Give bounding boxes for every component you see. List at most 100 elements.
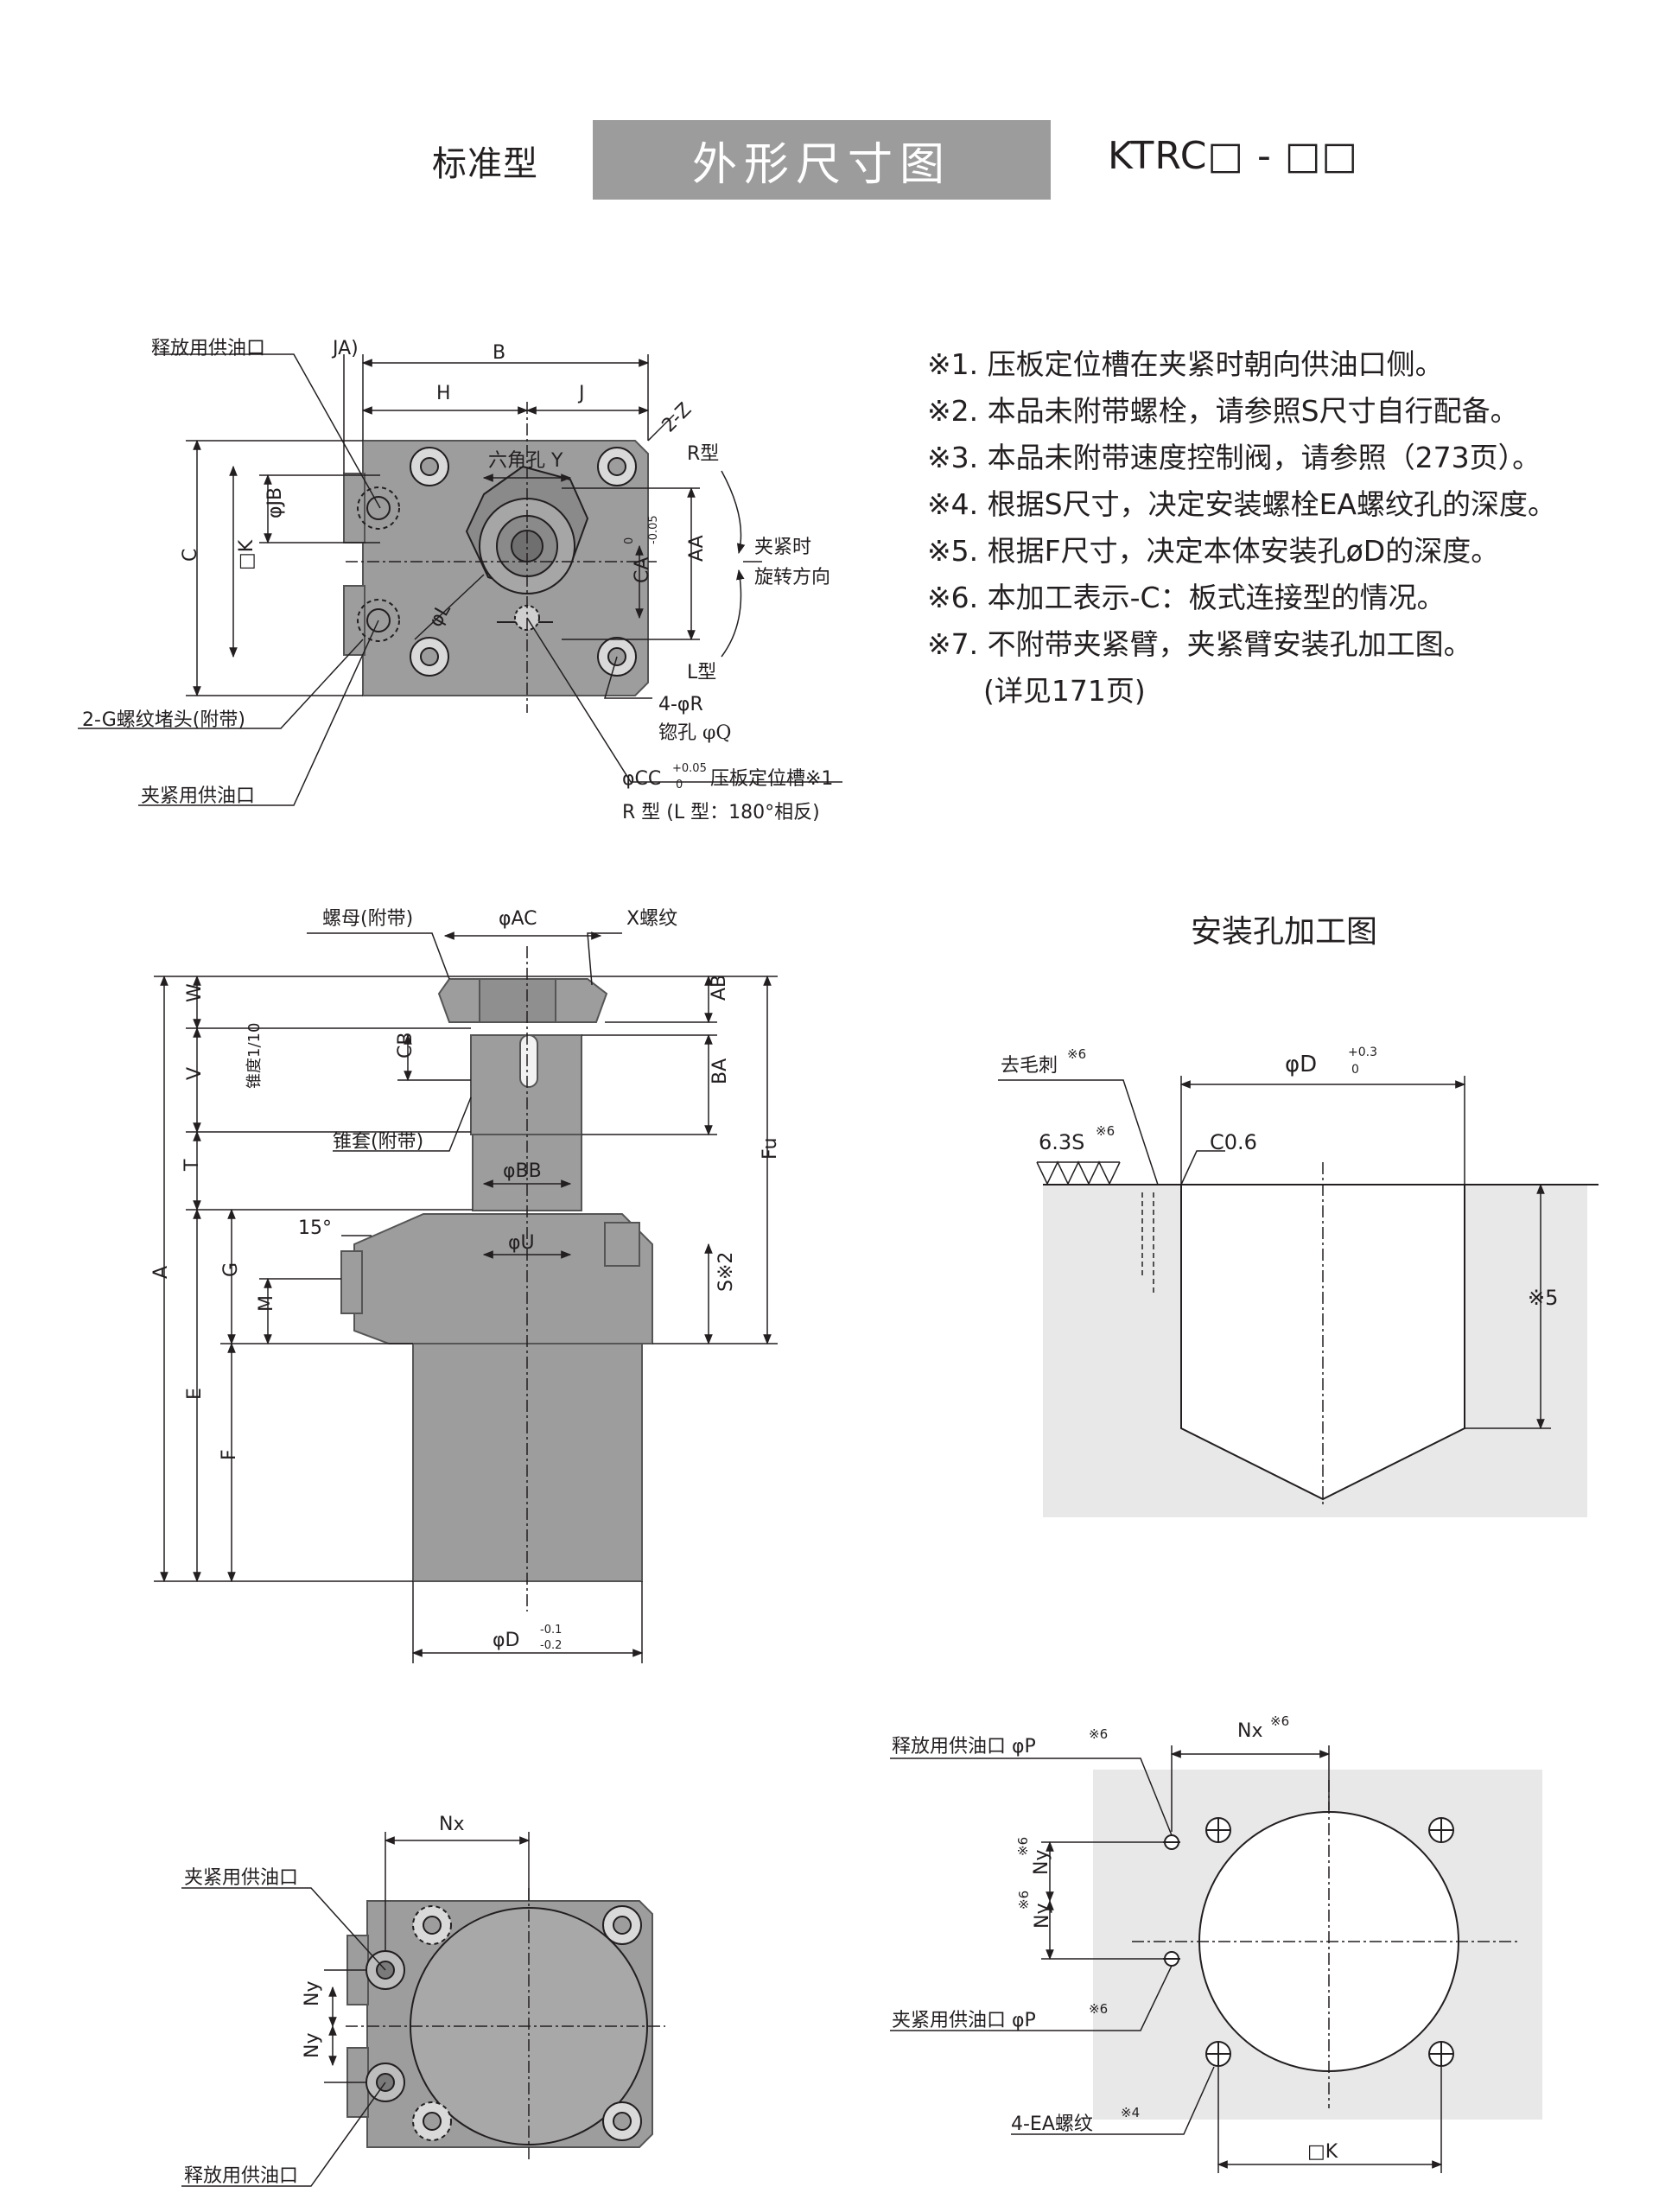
dim-d: φD (493, 1630, 519, 1651)
nut-label: 螺母(附带) (322, 908, 413, 930)
side-view-labels: 螺母(附带) φAC X螺纹 W AB CB V 锥度1/10 BA T 锥套(… (150, 908, 781, 1652)
dim-cc: φCC (622, 768, 661, 790)
layout-ea: 4-EA螺纹 (1011, 2113, 1093, 2135)
note-1: ※1. 压板定位槽在夹紧时朝向供油口侧。 (927, 347, 1444, 381)
deburr-label: 去毛刺 (1001, 1055, 1058, 1077)
notes-list: ※1. 压板定位槽在夹紧时朝向供油口侧。 ※2. 本品未附带螺栓，请参照S尺寸自… (927, 341, 1644, 715)
dim-w: W (184, 983, 206, 1002)
depth-label: ※5 (1528, 1286, 1558, 1310)
dim-e: E (184, 1388, 206, 1400)
chamfer-label: C0.6 (1210, 1130, 1257, 1154)
bottom-view-drawing (181, 1832, 665, 2187)
note-7-continuation: (详见171页) (983, 674, 1146, 708)
dim-bb: φBB (503, 1160, 542, 1182)
dim-v: V (184, 1067, 206, 1080)
layout-ny-2: Ny (1032, 1904, 1053, 1929)
layout-ny-2-note: ※6 (1016, 1891, 1032, 1910)
dim-counterbore: 锪孔 φQ (658, 722, 731, 744)
model-number: KTRC□ - □□ (1108, 134, 1358, 178)
dim-j: J (577, 383, 585, 404)
dim-cc-tol-lower: 0 (676, 779, 683, 791)
port-layout-drawing (890, 1745, 1542, 2173)
top-clamp-port: 夹紧用供油口 (141, 785, 255, 807)
dim-ca-tol-upper: 0 (623, 537, 636, 544)
dim-hex-hole: 六角孔 Y (488, 450, 563, 472)
page-header: 标准型 外形尺寸图 KTRC□ - □□ (0, 117, 1659, 201)
dim-ja: JA) (331, 338, 359, 359)
hole-dia-tol-upper: +0.3 (1348, 1046, 1377, 1059)
dim-cc-desc: 压板定位槽※1 (710, 768, 833, 790)
hole-dia-tol-lower: 0 (1351, 1063, 1359, 1077)
roughness-note: ※6 (1096, 1123, 1115, 1139)
thread-label: X螺纹 (626, 908, 677, 930)
port-layout-labels: 释放用供油口 φP ※6 Nx ※6 Ny ※6 Ny ※6 夹紧用供油口 φP… (892, 1713, 1338, 2163)
top-view-drawing (78, 353, 842, 806)
roughness-label: 6.3S (1039, 1130, 1084, 1154)
bottom-release-port: 释放用供油口 (184, 2165, 298, 2187)
dim-m: M (256, 1295, 277, 1312)
dim-d-tol-lower: -0.2 (540, 1639, 562, 1652)
dim-ca-tol-lower: -0.05 (647, 515, 660, 544)
page-title: 外形尺寸图 (593, 120, 1051, 200)
layout-nx-note: ※6 (1270, 1713, 1289, 1729)
l-type-label: L型 (687, 662, 716, 683)
dim-ac: φAC (499, 908, 537, 930)
dim-c: C (180, 549, 201, 562)
dim-b: B (493, 342, 505, 364)
angle-label: 15° (298, 1217, 332, 1239)
dim-g: G (220, 1262, 242, 1277)
dim-cb: CB (395, 1033, 416, 1058)
dim-s: S※2 (715, 1252, 737, 1292)
bottom-view-labels: Nx 夹紧用供油口 Ny Ny 释放用供油口 (184, 1814, 464, 2187)
dim-holes: 4-φR (658, 694, 703, 715)
top-release-port: 释放用供油口 (151, 338, 265, 359)
plug-label: 2-G螺纹堵头(附带) (82, 709, 245, 731)
layout-k: □K (1307, 2141, 1338, 2163)
taper-label: 锥度1/10 (245, 1023, 264, 1089)
sleeve-label: 锥套(附带) (333, 1131, 423, 1153)
hole-drawing-title: 安装孔加工图 (1191, 914, 1377, 950)
rotation-text-1: 夹紧时 (754, 537, 811, 558)
dim-k: □K (236, 539, 257, 570)
note-6: ※6. 本加工表示-C：板式连接型的情况。 (927, 581, 1446, 614)
dim-ba: BA (709, 1058, 731, 1084)
dim-chamfer: 2-Z (658, 399, 696, 437)
hole-drawing-labels: 去毛刺 ※6 φD +0.3 0 6.3S ※6 C0.6 ※5 (1001, 1046, 1558, 1310)
note-7: ※7. 不附带夹紧臂，夹紧臂安装孔加工图。 (927, 627, 1472, 661)
bottom-ny-1: Ny (302, 1981, 323, 2006)
side-view-drawing (154, 931, 778, 1663)
layout-nx: Nx (1237, 1720, 1262, 1742)
dim-cc-tol-upper: +0.05 (672, 762, 707, 775)
type-label: 标准型 (432, 144, 538, 184)
layout-ny-1-note: ※6 (1015, 1837, 1031, 1856)
dim-fu: Fu (760, 1138, 781, 1160)
layout-ea-note: ※4 (1121, 2105, 1140, 2120)
layout-release-port: 释放用供油口 φP (892, 1736, 1036, 1758)
layout-clamp-port: 夹紧用供油口 φP (892, 2010, 1036, 2031)
dim-a: A (150, 1266, 172, 1279)
dim-aa: AA (686, 535, 708, 562)
rotation-text-2: 旋转方向 (754, 567, 830, 588)
dim-d-tol-upper: -0.1 (540, 1624, 562, 1637)
layout-ny-1: Ny (1031, 1850, 1052, 1875)
dim-cc-note: R 型 (L 型：180°相反) (622, 802, 820, 823)
dim-f: F (219, 1449, 240, 1460)
layout-release-note: ※6 (1089, 1726, 1108, 1742)
r-type-label: R型 (687, 443, 719, 465)
dim-jb: φJB (264, 487, 286, 518)
bottom-ny-2: Ny (302, 2033, 323, 2058)
note-5: ※5. 根据F尺寸，决定本体安装孔øD的深度。 (927, 534, 1500, 568)
hole-drawing (998, 1076, 1599, 1517)
dim-ab: AB (709, 975, 730, 1001)
note-3: ※3. 本品未附带速度控制阀，请参照（273页）。 (927, 441, 1541, 474)
hole-dia: φD (1285, 1052, 1317, 1077)
note-4: ※4. 根据S尺寸，决定安装螺栓EA螺纹孔的深度。 (927, 487, 1556, 521)
dim-h: H (436, 383, 451, 404)
bottom-clamp-port: 夹紧用供油口 (184, 1867, 298, 1889)
deburr-note: ※6 (1067, 1046, 1086, 1062)
dim-t: T (181, 1159, 203, 1172)
bottom-nx: Nx (439, 1814, 464, 1835)
dim-u: φU (508, 1232, 535, 1254)
note-2: ※2. 本品未附带螺栓，请参照S尺寸自行配备。 (927, 394, 1519, 428)
